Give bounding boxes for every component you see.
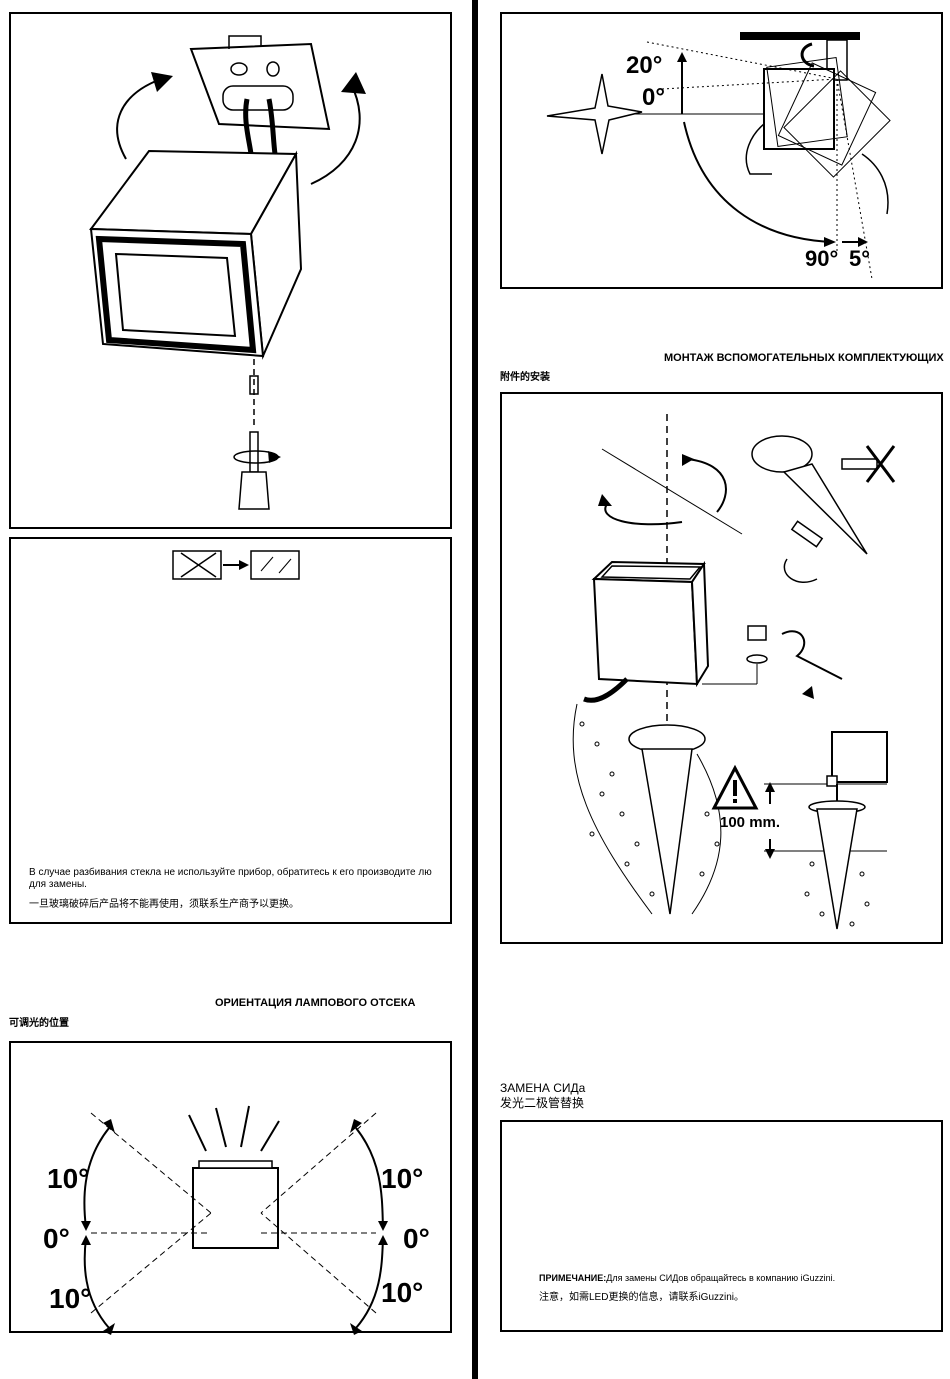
accessories-heading-ru: МОНТАЖ ВСПОМОГАТЕЛЬНЫХ КОМПЛЕКТУЮЩИХ bbox=[664, 352, 944, 364]
tilt-label-90: 90° bbox=[805, 246, 839, 271]
angle-label-right-bottom: 10° bbox=[381, 1277, 424, 1308]
led-heading-ru: ЗАМЕНА СИДа bbox=[500, 1081, 586, 1095]
glass-warning-text-cn: 一旦玻璃破碎后产品将不能再使用，须联系生产商予以更换。 bbox=[29, 899, 299, 910]
orientation-panel: 10° 0° 10° 10° 0° 10° bbox=[9, 1041, 452, 1335]
led-note-ru-prefix: ПРИМЕЧАНИЕ: bbox=[539, 1273, 607, 1283]
broken-glass-icon bbox=[172, 550, 300, 580]
spike-mounting-drawing bbox=[572, 414, 896, 930]
glass-warning-panel: В случае разбивания стекла не используйт… bbox=[9, 537, 452, 924]
led-note-ru-text: Для замены СИДов обращайтесь в компанию … bbox=[606, 1273, 836, 1283]
fixture-mounting-drawing bbox=[89, 35, 366, 510]
tilt-diagram bbox=[546, 32, 891, 280]
accessories-heading-cn: 附件的安装 bbox=[500, 372, 550, 383]
accessories-panel: 100 mm. bbox=[500, 392, 943, 944]
angle-label-left-zero: 0° bbox=[43, 1223, 70, 1254]
mounting-illustration-panel bbox=[9, 12, 452, 529]
angle-label-right-zero: 0° bbox=[403, 1223, 430, 1254]
led-note-ru: ПРИМЕЧАНИЕ:Для замены СИДов обращайтесь … bbox=[539, 1272, 934, 1284]
tilt-label-20: 20° bbox=[626, 52, 663, 79]
orientation-diagram bbox=[81, 1105, 388, 1335]
glass-warning-text-ru: В случае разбивания стекла не используйт… bbox=[29, 867, 432, 890]
column-divider bbox=[472, 0, 478, 1379]
tilt-label-0: 0° bbox=[642, 84, 665, 111]
led-note-panel: ПРИМЕЧАНИЕ:Для замены СИДов обращайтесь … bbox=[500, 1120, 943, 1332]
distance-label-100mm: 100 mm. bbox=[720, 814, 781, 831]
tilt-label-5: 5° bbox=[849, 246, 871, 271]
angle-label-right-top: 10° bbox=[381, 1163, 424, 1194]
tilt-panel: 20° 0° 90° 5° bbox=[500, 12, 943, 289]
orientation-heading-cn: 可调光的位置 bbox=[9, 1018, 69, 1029]
angle-label-left-top: 10° bbox=[47, 1163, 90, 1194]
angle-label-left-bottom: 10° bbox=[49, 1283, 92, 1314]
led-heading-cn: 发光二极管替换 bbox=[500, 1096, 585, 1110]
led-note-cn: 注意，如需LED更换的信息，请联系iGuzzini。 bbox=[539, 1292, 745, 1303]
orientation-heading-ru: ОРИЕНТАЦИЯ ЛАМПОВОГО ОТСЕКА bbox=[215, 997, 416, 1009]
